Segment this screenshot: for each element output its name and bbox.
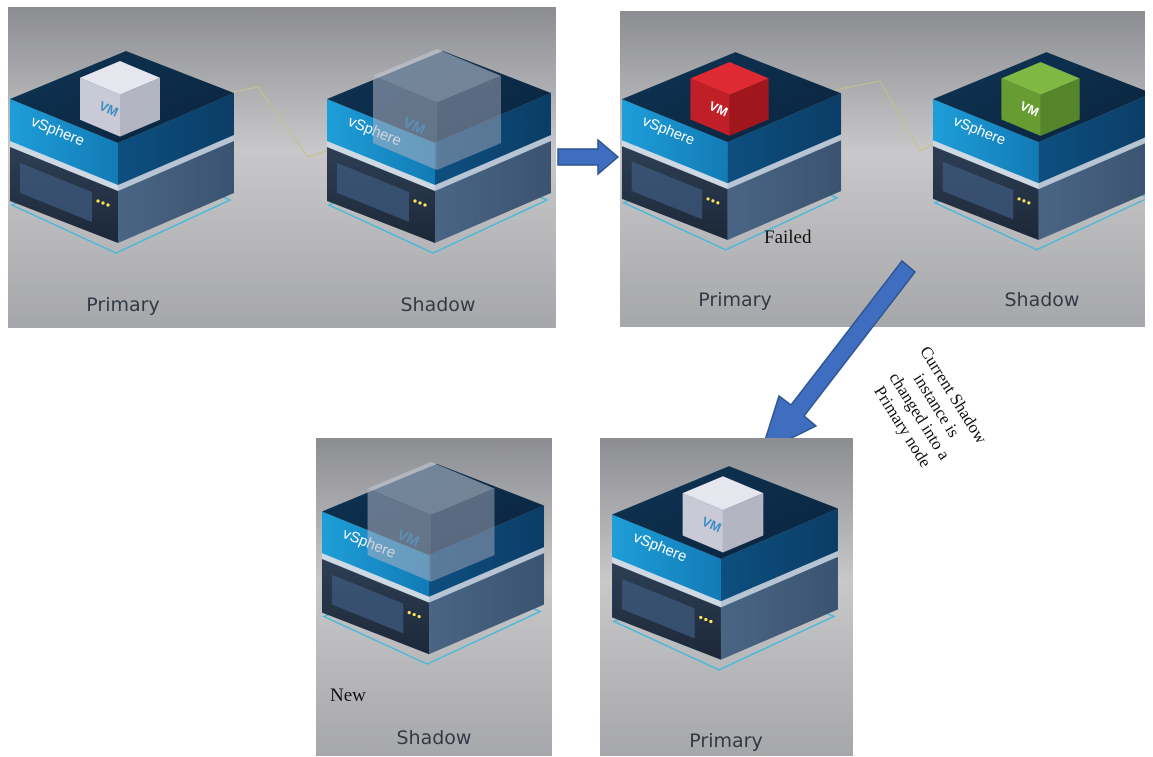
new-shadow-host-node: vSphere VM (320, 448, 548, 678)
svg-text:VM: VM (97, 98, 121, 120)
svg-text:VM: VM (707, 98, 731, 119)
failed-label: Failed (764, 227, 812, 248)
new-label: New (330, 685, 366, 706)
panel-failure-state: vSphere VM vSphere VM (620, 11, 1145, 327)
vsphere-host-icon: vSphere VM (932, 52, 1145, 251)
vsphere-host-icon: vSphere VM (321, 461, 545, 665)
vsphere-host-icon: vSphere VM (612, 466, 838, 671)
panel-initial-state: vSphere VM vSphere VM (8, 7, 556, 328)
new-primary-host-node: vSphere VM (610, 450, 842, 684)
panel-new-primary: vSphere VM Primary (600, 438, 853, 756)
shadow-caption: Shadow (396, 727, 472, 749)
vsphere-host-icon: vSphere VM (327, 49, 551, 254)
shadow-host-node: vSphere VM (325, 35, 555, 267)
failed-primary-host-node: vSphere VM (620, 36, 845, 264)
primary-host-node: vSphere VM (8, 35, 238, 267)
shadow-caption: Shadow (400, 294, 476, 316)
svg-text:VM: VM (1018, 98, 1042, 119)
primary-caption: Primary (86, 294, 160, 316)
shadow-host-node: vSphere VM (931, 36, 1145, 264)
svg-text:VM: VM (700, 514, 724, 536)
vsphere-host-icon: vSphere VM (10, 51, 234, 254)
primary-caption: Primary (698, 289, 772, 311)
right-arrow-icon (556, 138, 620, 176)
vsphere-host-icon: vSphere VM (621, 52, 842, 251)
primary-caption: Primary (689, 730, 763, 752)
panel-new-shadow: vSphere VM New Shadow (316, 438, 552, 756)
shadow-caption: Shadow (1004, 289, 1080, 311)
